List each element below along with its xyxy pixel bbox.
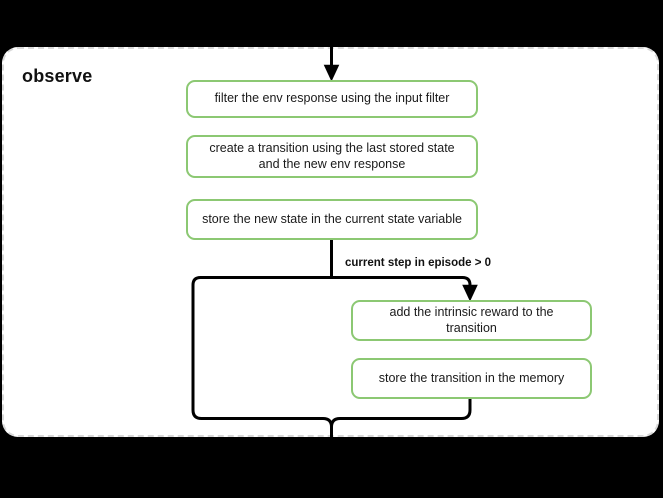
node-create-transition[interactable]: create a transition using the last store… — [186, 135, 478, 178]
node-label: create a transition using the last store… — [209, 140, 455, 171]
node-store-new-state[interactable]: store the new state in the current state… — [186, 199, 478, 240]
group-title: observe — [22, 66, 93, 86]
edge-label-current-step-condition: current step in episode > 0 — [345, 257, 492, 269]
node-label: store the transition in the memory — [378, 370, 565, 385]
node-store-transition-memory[interactable]: store the transition in the memory — [351, 358, 592, 399]
node-label: filter the env response using the input … — [214, 91, 450, 106]
node-add-intrinsic-reward[interactable]: add the intrinsic reward to the transiti… — [351, 300, 592, 341]
node-filter-env-response[interactable]: filter the env response using the input … — [186, 80, 478, 118]
node-label: store the new state in the current state… — [202, 211, 462, 226]
node-label: add the intrinsic reward to the transiti… — [389, 304, 554, 335]
